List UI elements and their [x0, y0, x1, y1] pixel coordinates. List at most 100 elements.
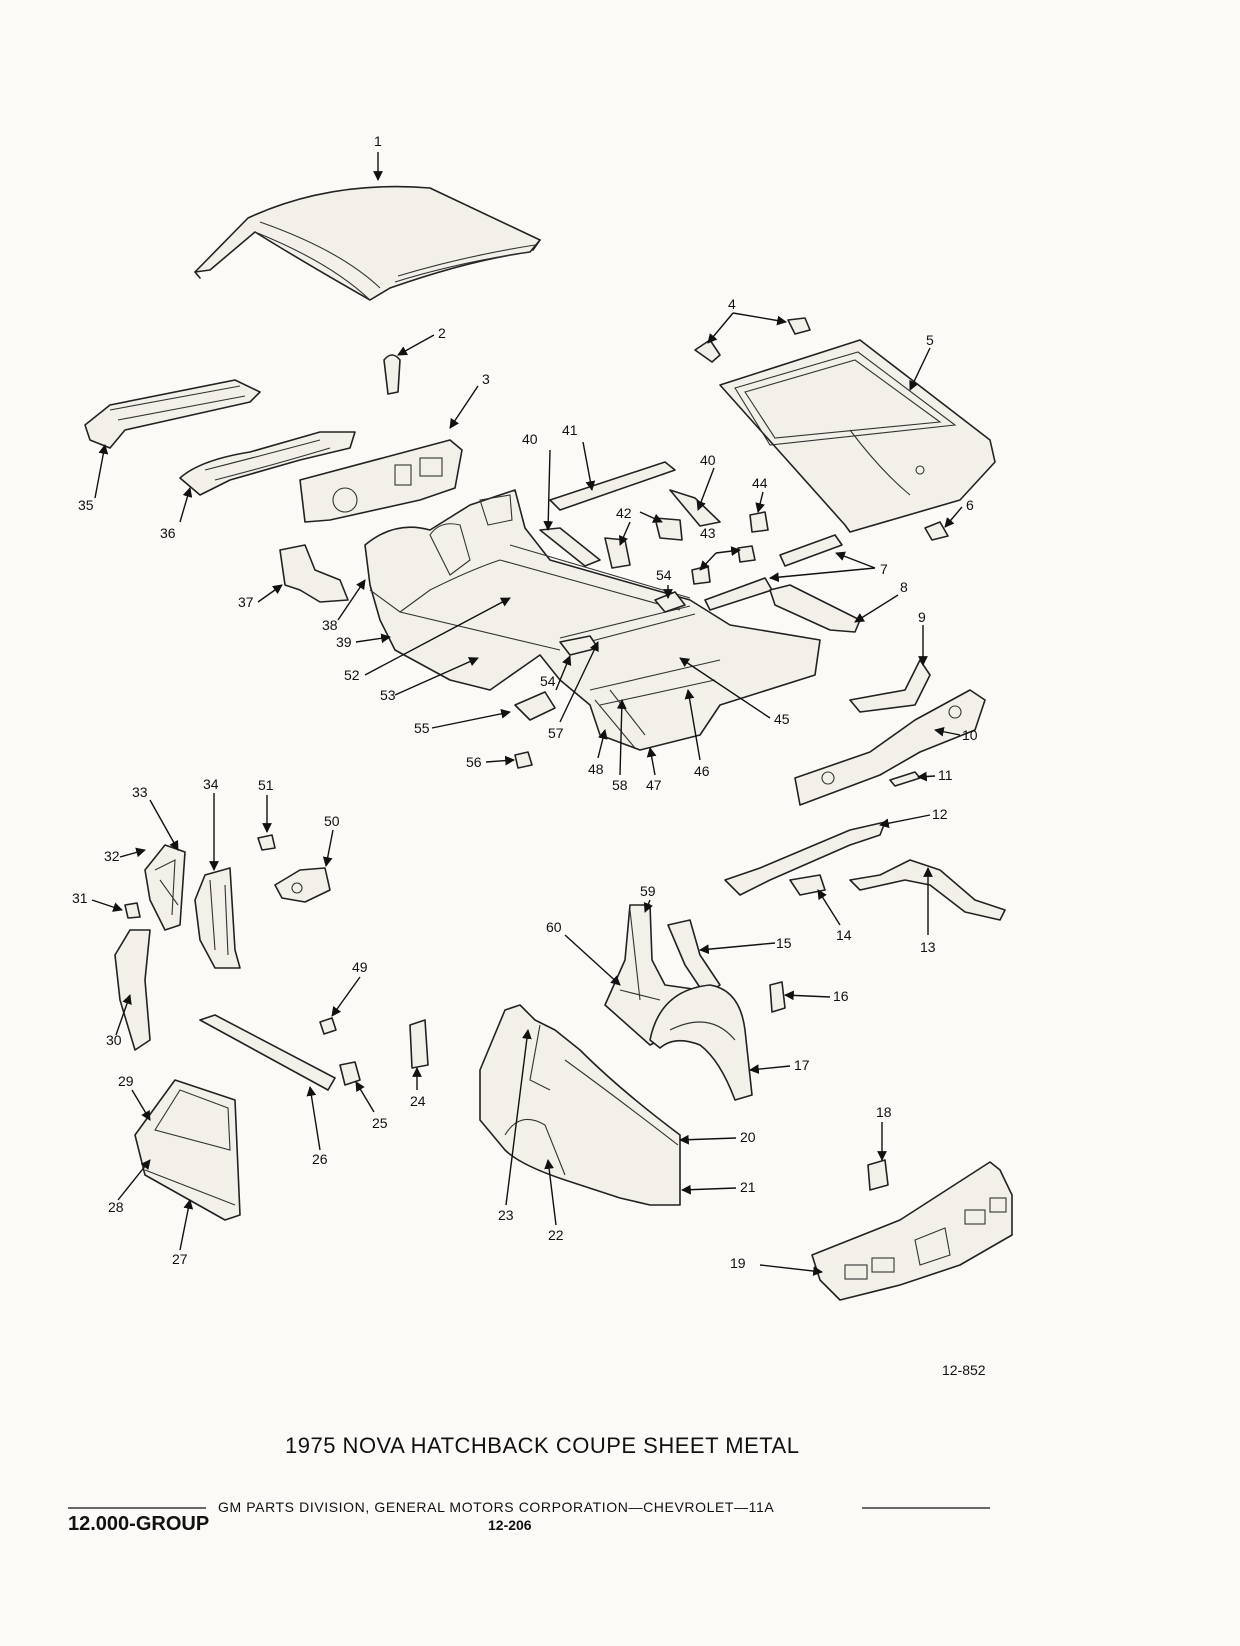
part-42b-bracket	[654, 517, 683, 541]
leader-lines	[91, 152, 963, 1276]
callout: 44	[752, 475, 768, 491]
part-36-cowl-panel	[179, 431, 356, 496]
callout: 5	[926, 332, 934, 348]
callout: 59	[640, 883, 656, 899]
callout: 19	[730, 1255, 746, 1271]
callout: 4	[728, 296, 736, 312]
callout: 56	[466, 754, 482, 770]
part-26-rocker-outer	[199, 1014, 336, 1091]
part-25-bracket	[339, 1061, 361, 1086]
callout: 42	[616, 505, 632, 521]
callout-numbers: 1 2 3 4 5 6 7 8 9 10 11 12 13 14 15 16 1…	[72, 133, 978, 1271]
callout: 50	[324, 813, 340, 829]
part-35-windshield-header	[84, 379, 261, 449]
part-7-rear-rail-lower	[704, 577, 773, 611]
callout: 46	[694, 763, 710, 779]
callout: 23	[498, 1207, 514, 1223]
part-8-rear-floor-extension	[769, 584, 861, 633]
part-40-sill-left	[539, 527, 601, 567]
callout: 58	[612, 777, 628, 793]
part-41-rocker-inner	[549, 461, 676, 511]
part-13-rear-side-rail	[849, 859, 1006, 921]
callout: 1	[374, 133, 382, 149]
roof-panel	[194, 185, 541, 301]
callout: 52	[344, 667, 360, 683]
part-31-clip	[124, 902, 141, 919]
part-18-bracket	[867, 1159, 889, 1191]
callout: 51	[258, 777, 274, 793]
callout: 30	[106, 1032, 122, 1048]
part-10-rear-crossmember	[794, 689, 986, 806]
part-17-wheelhouse	[649, 984, 753, 1101]
callout: 20	[740, 1129, 756, 1145]
callout: 24	[410, 1093, 426, 1109]
part-34-front-pillar	[194, 867, 241, 969]
part-40-sill-right	[669, 489, 721, 527]
part-30-pillar-inner	[114, 929, 151, 1051]
callout: 40	[700, 452, 716, 468]
callout: 31	[72, 890, 88, 906]
part-16-bracket	[769, 981, 786, 1013]
callout: 53	[380, 687, 396, 703]
callout: 2	[438, 325, 446, 341]
callout: 40	[522, 431, 538, 447]
callout: 22	[548, 1227, 564, 1243]
callout: 54	[656, 567, 672, 583]
callout: 33	[132, 784, 148, 800]
part-24-filler	[409, 1019, 429, 1069]
part-44-bracket	[749, 511, 769, 533]
callout: 35	[78, 497, 94, 513]
callout: 17	[794, 1057, 810, 1073]
parts-layer	[84, 185, 1013, 1301]
illustration-ref: 12-852	[942, 1362, 986, 1378]
callout: 41	[562, 422, 578, 438]
callout: 15	[776, 935, 792, 951]
callout: 54	[540, 673, 556, 689]
part-12-rear-rail	[724, 821, 886, 896]
callout: 28	[108, 1199, 124, 1215]
part-19-rear-end-panel	[811, 1161, 1013, 1301]
footer-division-line: GM PARTS DIVISION, GENERAL MOTORS CORPOR…	[218, 1499, 774, 1515]
part-7-rear-rail-upper	[779, 534, 843, 567]
part-15-quarter-inner-upper	[667, 919, 721, 996]
callout: 39	[336, 634, 352, 650]
callout: 12	[932, 806, 948, 822]
callout: 14	[836, 927, 852, 943]
part-2-bracket	[383, 354, 401, 395]
callout: 37	[238, 594, 254, 610]
callout: 8	[900, 579, 908, 595]
part-37-kick-panel	[279, 544, 349, 603]
part-5-hatchback-lid	[719, 339, 996, 533]
callout: 34	[203, 776, 219, 792]
part-4-hinge-left	[694, 339, 721, 363]
callout: 13	[920, 939, 936, 955]
callout: 25	[372, 1115, 388, 1131]
part-51-grommet	[257, 834, 276, 851]
part-11-brace	[889, 771, 921, 787]
group-label: 12.000-GROUP	[68, 1513, 209, 1535]
callout: 10	[962, 727, 978, 743]
diagram-title: 1975 NOVA HATCHBACK COUPE SHEET METAL	[285, 1433, 799, 1458]
callout: 26	[312, 1151, 328, 1167]
page-number: 12-206	[488, 1517, 532, 1533]
callout: 32	[104, 848, 120, 864]
callout: 3	[482, 371, 490, 387]
part-55-floor-bracket	[514, 691, 556, 721]
callout: 49	[352, 959, 368, 975]
part-42-bracket	[604, 537, 631, 569]
part-4-hinge-right	[787, 317, 811, 335]
part-49-clip	[319, 1017, 337, 1035]
callout: 38	[322, 617, 338, 633]
part-32-hinge-pillar	[144, 844, 186, 931]
callout: 43	[700, 525, 716, 541]
part-3-instrument-panel	[299, 439, 463, 523]
callout: 9	[918, 609, 926, 625]
part-6-bumper	[924, 521, 949, 541]
part-27-door-assembly	[134, 1079, 241, 1221]
callout: 6	[966, 497, 974, 513]
callout: 48	[588, 761, 604, 777]
part-56-plug	[514, 751, 533, 769]
callout: 57	[548, 725, 564, 741]
callout: 45	[774, 711, 790, 727]
